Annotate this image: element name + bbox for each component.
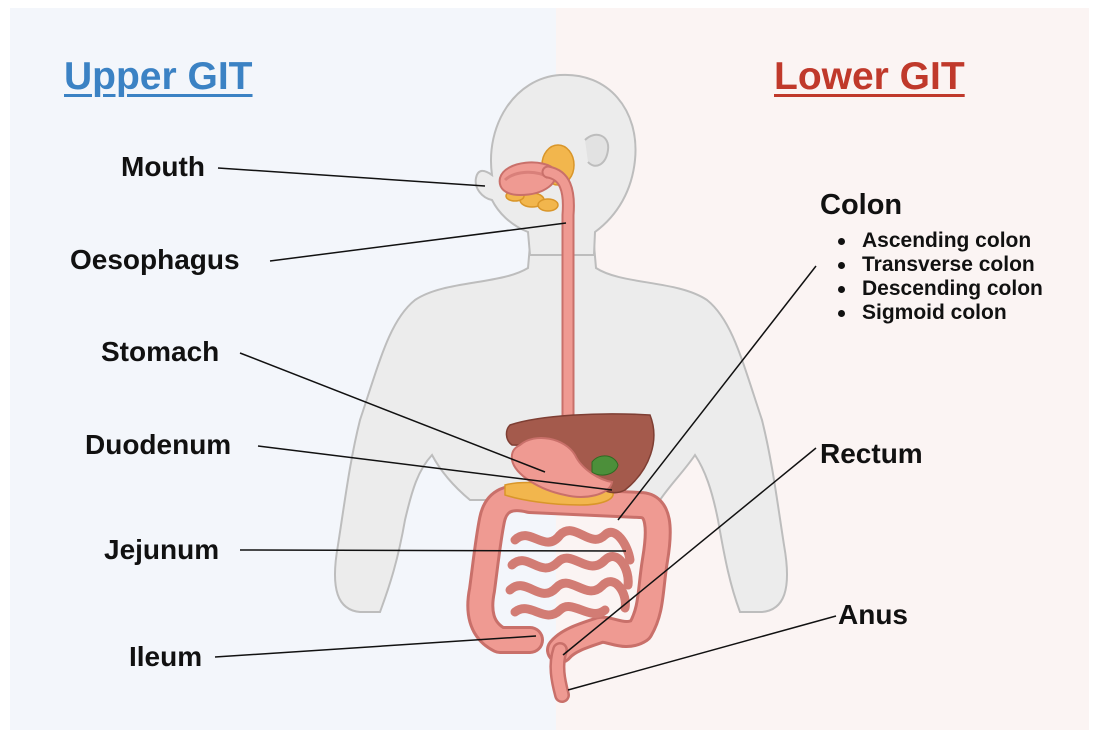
stomach-label: Stomach <box>101 336 219 368</box>
oesophagus-label: Oesophagus <box>70 244 240 276</box>
colon-part-item: Descending colon <box>836 277 1043 301</box>
duodenum-label: Duodenum <box>85 429 231 461</box>
small-intestine-shape <box>510 531 630 615</box>
lower-git-heading: Lower GIT <box>774 55 965 99</box>
colon-part-item: Transverse colon <box>836 253 1043 277</box>
mouth-label: Mouth <box>121 151 205 183</box>
colon-label: Colon <box>820 189 902 222</box>
colon-parts-list: Ascending colon Transverse colon Descend… <box>836 229 1043 325</box>
anus-shape <box>557 650 562 695</box>
jejunum-leader-line <box>240 550 626 551</box>
anus-label: Anus <box>838 599 908 631</box>
mouth-leader-line <box>218 168 485 186</box>
ileum-label: Ileum <box>129 641 202 673</box>
oesophagus-leader-line <box>270 223 566 261</box>
colon-part-item: Sigmoid colon <box>836 301 1043 325</box>
ear-shape <box>585 135 608 166</box>
jejunum-label: Jejunum <box>104 534 219 566</box>
colon-part-item: Ascending colon <box>836 229 1043 253</box>
rectum-label: Rectum <box>820 438 923 470</box>
upper-git-heading: Upper GIT <box>64 55 253 99</box>
